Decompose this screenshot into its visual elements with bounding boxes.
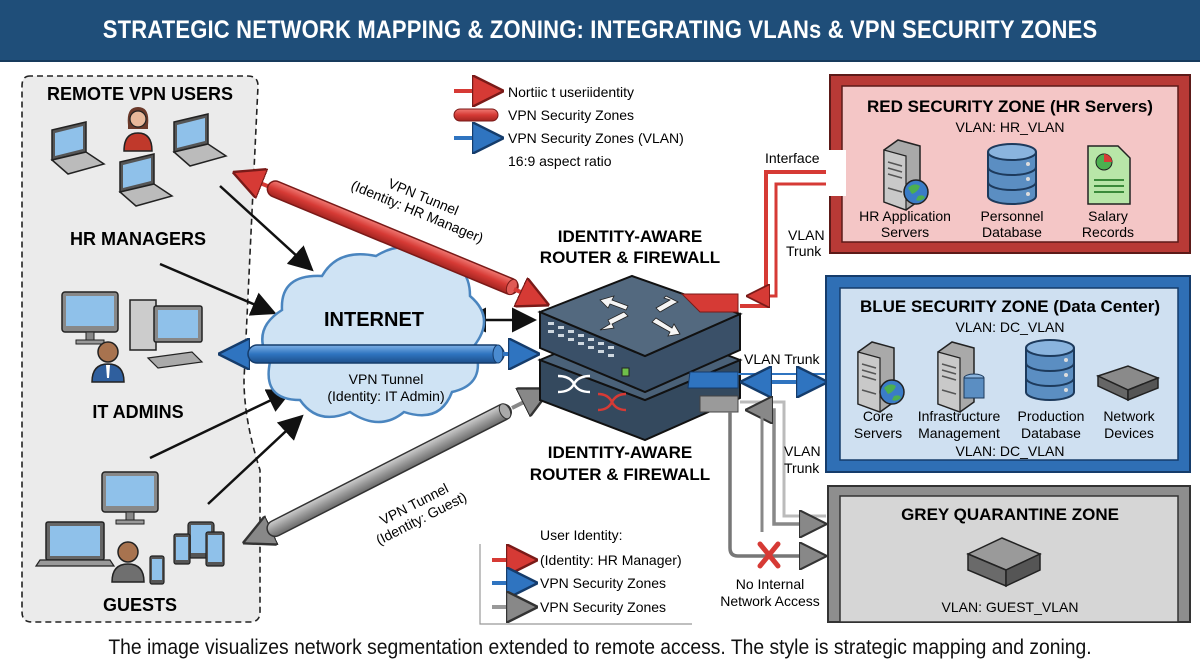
grey-zone-vlan: VLAN: GUEST_VLAN — [942, 599, 1079, 615]
guest-person-icon — [111, 541, 145, 583]
legend-bottom-item-2: VPN Security Zones — [540, 575, 666, 591]
router-top-label-1: IDENTITY-AWARE — [558, 227, 703, 246]
blue-interface-port — [687, 371, 739, 389]
legend-top: Nortiic t useriidentity VPN Security Zon… — [453, 84, 684, 169]
red-tube-icon — [453, 108, 499, 122]
blocked-x-icon — [757, 541, 781, 569]
appliance-icon — [966, 537, 1042, 588]
blue-asset-4-line1: Network — [1103, 408, 1155, 424]
laptop-icon — [34, 521, 116, 567]
database-icon — [987, 143, 1037, 205]
title-banner: STRATEGIC NETWORK MAPPING & ZONING: INTE… — [0, 0, 1200, 62]
hr-managers-label: HR MANAGERS — [70, 229, 206, 249]
router-ports — [548, 322, 614, 357]
blue-asset-2-line2: Management — [918, 425, 1000, 441]
red-interface-port — [680, 293, 739, 313]
blue-zone-vlan: VLAN: DC_VLAN — [956, 319, 1065, 335]
red-asset-3-line2: Records — [1082, 224, 1134, 240]
it-admins-group: IT ADMINS — [61, 291, 204, 422]
firewall-shuffle-icon — [557, 374, 627, 412]
red-zone-vlan: VLAN: HR_VLAN — [956, 119, 1065, 135]
no-access-label-1: No Internal — [736, 576, 804, 592]
hr-managers-group: HR MANAGERS — [51, 107, 227, 249]
blue-security-zone: BLUE SECURITY ZONE (Data Center) VLAN: D… — [825, 275, 1191, 473]
router-arrows-icon — [599, 295, 681, 337]
blue-asset-2-line1: Infrastructure — [918, 408, 1001, 424]
grey-quarantine-zone: GREY QUARANTINE ZONE VLAN: GUEST_VLAN — [827, 485, 1191, 623]
legend-bottom-item-3: VPN Security Zones — [540, 599, 666, 615]
blue-asset-4-line2: Devices — [1104, 425, 1154, 441]
legend-bottom-title: User Identity: — [540, 527, 622, 543]
network-switch-icon — [1095, 365, 1161, 402]
internet-label: INTERNET — [324, 309, 424, 331]
legend-top-item-4: 16:9 aspect ratio — [508, 153, 612, 169]
network-diagram: REMOTE VPN USERS HR MANAGERS — [21, 74, 1191, 625]
page-title: STRATEGIC NETWORK MAPPING & ZONING: INTE… — [102, 15, 1098, 44]
document-chart-icon — [1087, 145, 1131, 205]
legend-top-item-1: Nortiic t useriidentity — [508, 84, 634, 100]
grey-zone-title: GREY QUARANTINE ZONE — [901, 505, 1119, 524]
mobile-devices-icon — [149, 521, 225, 585]
red-asset-3-line1: Salary — [1088, 208, 1128, 224]
router-top-label-2: ROUTER & FIREWALL — [540, 248, 720, 267]
it-tunnel-label-1: VPN Tunnel — [349, 371, 424, 387]
red-asset-1-line2: Servers — [881, 224, 929, 240]
vpn-tunnel-it: VPN Tunnel (Identity: IT Admin) — [226, 345, 532, 404]
it-tunnel-label-2: (Identity: IT Admin) — [327, 388, 444, 404]
grey-trunk-label-1: VLAN — [784, 443, 821, 459]
router-bottom-label-1: IDENTITY-AWARE — [548, 443, 693, 462]
red-asset-2-line2: Database — [982, 224, 1042, 240]
interface-label: Interface — [765, 150, 820, 166]
blue-asset-1-line2: Servers — [854, 425, 902, 441]
guests-group: GUESTS — [34, 471, 225, 615]
legend-bottom: User Identity: (Identity: HR Manager) VP… — [479, 527, 692, 625]
remote-users-panel: REMOTE VPN USERS HR MANAGERS — [21, 75, 261, 623]
server-database-icon — [937, 341, 985, 413]
red-trunk-label-1: VLAN — [788, 227, 825, 243]
red-asset-1-line1: HR Application — [859, 208, 951, 224]
guests-label: GUESTS — [103, 595, 177, 615]
hr-manager-person-icon — [123, 107, 153, 152]
legend-top-item-2: VPN Security Zones — [508, 107, 634, 123]
caption: The image visualizes network segmentatio… — [108, 636, 1092, 659]
status-led — [621, 367, 630, 377]
red-trunk-label-2: Trunk — [786, 243, 822, 259]
internet-cloud: INTERNET — [261, 246, 486, 424]
it-admin-person-icon — [91, 341, 125, 383]
blue-trunk-label: VLAN Trunk — [744, 351, 820, 367]
red-zone-title: RED SECURITY ZONE (HR Servers) — [867, 97, 1153, 116]
red-security-zone: RED SECURITY ZONE (HR Servers) VLAN: HR_… — [826, 74, 1191, 254]
grey-interface-port — [699, 395, 739, 413]
blue-asset-3-line1: Production — [1018, 408, 1085, 424]
router-bottom-label-2: ROUTER & FIREWALL — [530, 465, 710, 484]
no-access-label-2: Network Access — [720, 593, 820, 609]
red-asset-2-line1: Personnel — [980, 208, 1043, 224]
legend-bottom-item-1: (Identity: HR Manager) — [540, 552, 682, 568]
blue-zone-vlan-bottom: VLAN: DC_VLAN — [956, 443, 1065, 459]
blue-zone-title: BLUE SECURITY ZONE (Data Center) — [860, 297, 1160, 316]
zone-links: Interface VLAN Trunk VLAN Trunk VLAN Tru… — [720, 150, 852, 609]
remote-users-title: REMOTE VPN USERS — [47, 84, 233, 104]
blue-asset-3-line2: Database — [1021, 425, 1081, 441]
grey-trunk-label-2: Trunk — [784, 460, 820, 476]
desktop-pc-icon — [129, 299, 204, 369]
router-firewall: IDENTITY-AWARE ROUTER & FIREWALL IDEN — [530, 227, 743, 484]
database-icon — [1025, 339, 1075, 401]
legend-top-item-3: VPN Security Zones (VLAN) — [508, 130, 684, 146]
it-admins-label: IT ADMINS — [92, 402, 183, 422]
blue-asset-1-line1: Core — [863, 408, 894, 424]
